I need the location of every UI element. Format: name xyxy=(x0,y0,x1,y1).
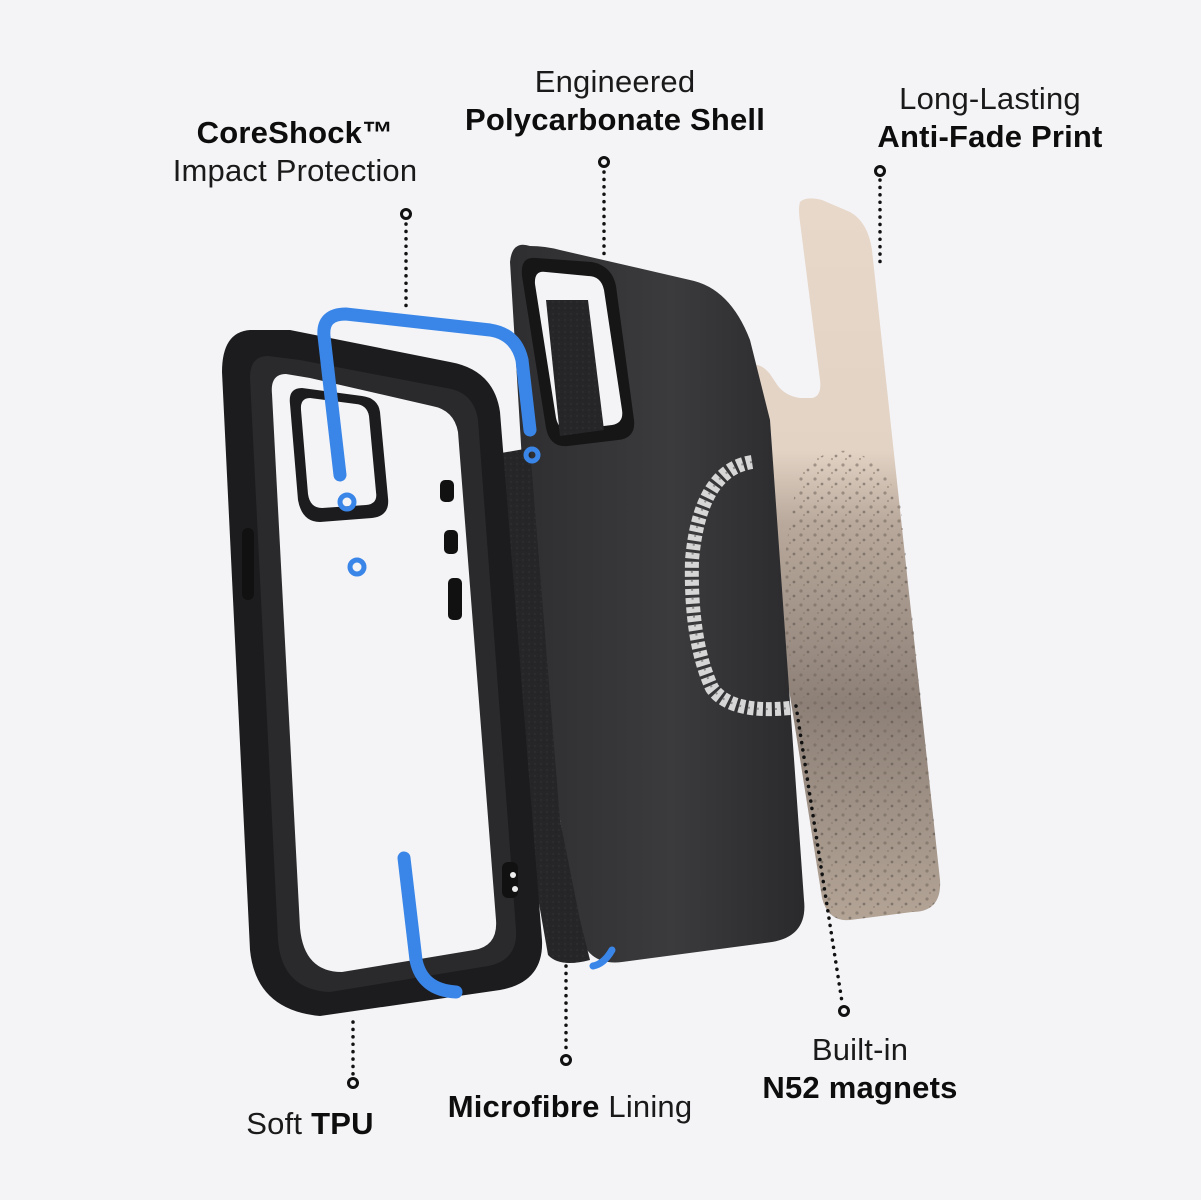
print-pin-icon xyxy=(874,165,886,177)
magnets-subtitle: Built-in xyxy=(811,1032,909,1067)
lining-pin-icon xyxy=(560,1054,572,1066)
lining-label: Microfibre Lining xyxy=(420,1088,720,1126)
lining-subtitle: Lining xyxy=(608,1089,693,1124)
shell-title: Polycarbonate Shell xyxy=(464,102,766,137)
magnet-ring xyxy=(684,455,791,717)
shell-subtitle: Engineered xyxy=(534,64,696,99)
shell-label: Engineered Polycarbonate Shell xyxy=(430,63,800,139)
coreshock-label: CoreShock™ Impact Protection xyxy=(130,114,460,190)
magnets-pin-icon xyxy=(838,1005,850,1017)
coreshock-title: CoreShock™ xyxy=(196,115,394,150)
print-title: Anti-Fade Print xyxy=(877,119,1103,154)
tpu-subtitle: Soft xyxy=(246,1106,303,1141)
coreshock-inserts xyxy=(317,307,616,999)
coreshock-pin-icon xyxy=(400,208,412,220)
print-panel xyxy=(741,198,941,921)
coreshock-subtitle: Impact Protection xyxy=(172,153,418,188)
print-label: Long-Lasting Anti-Fade Print xyxy=(850,80,1130,156)
print-subtitle: Long-Lasting xyxy=(899,81,1081,116)
tpu-title: TPU xyxy=(311,1106,374,1141)
tpu-pin-icon xyxy=(347,1077,359,1089)
polycarbonate-shell xyxy=(510,244,805,963)
magnets-label: Built-in N52 magnets xyxy=(730,1031,990,1107)
leader-lines xyxy=(351,170,882,1076)
leader-end-circles xyxy=(347,156,886,1089)
magnets-title: N52 magnets xyxy=(762,1070,958,1105)
shell-pin-icon xyxy=(598,156,610,168)
tpu-label: Soft TPU xyxy=(215,1105,405,1143)
lining-title: Microfibre xyxy=(447,1089,600,1124)
tpu-bumper-frame xyxy=(222,330,543,1016)
